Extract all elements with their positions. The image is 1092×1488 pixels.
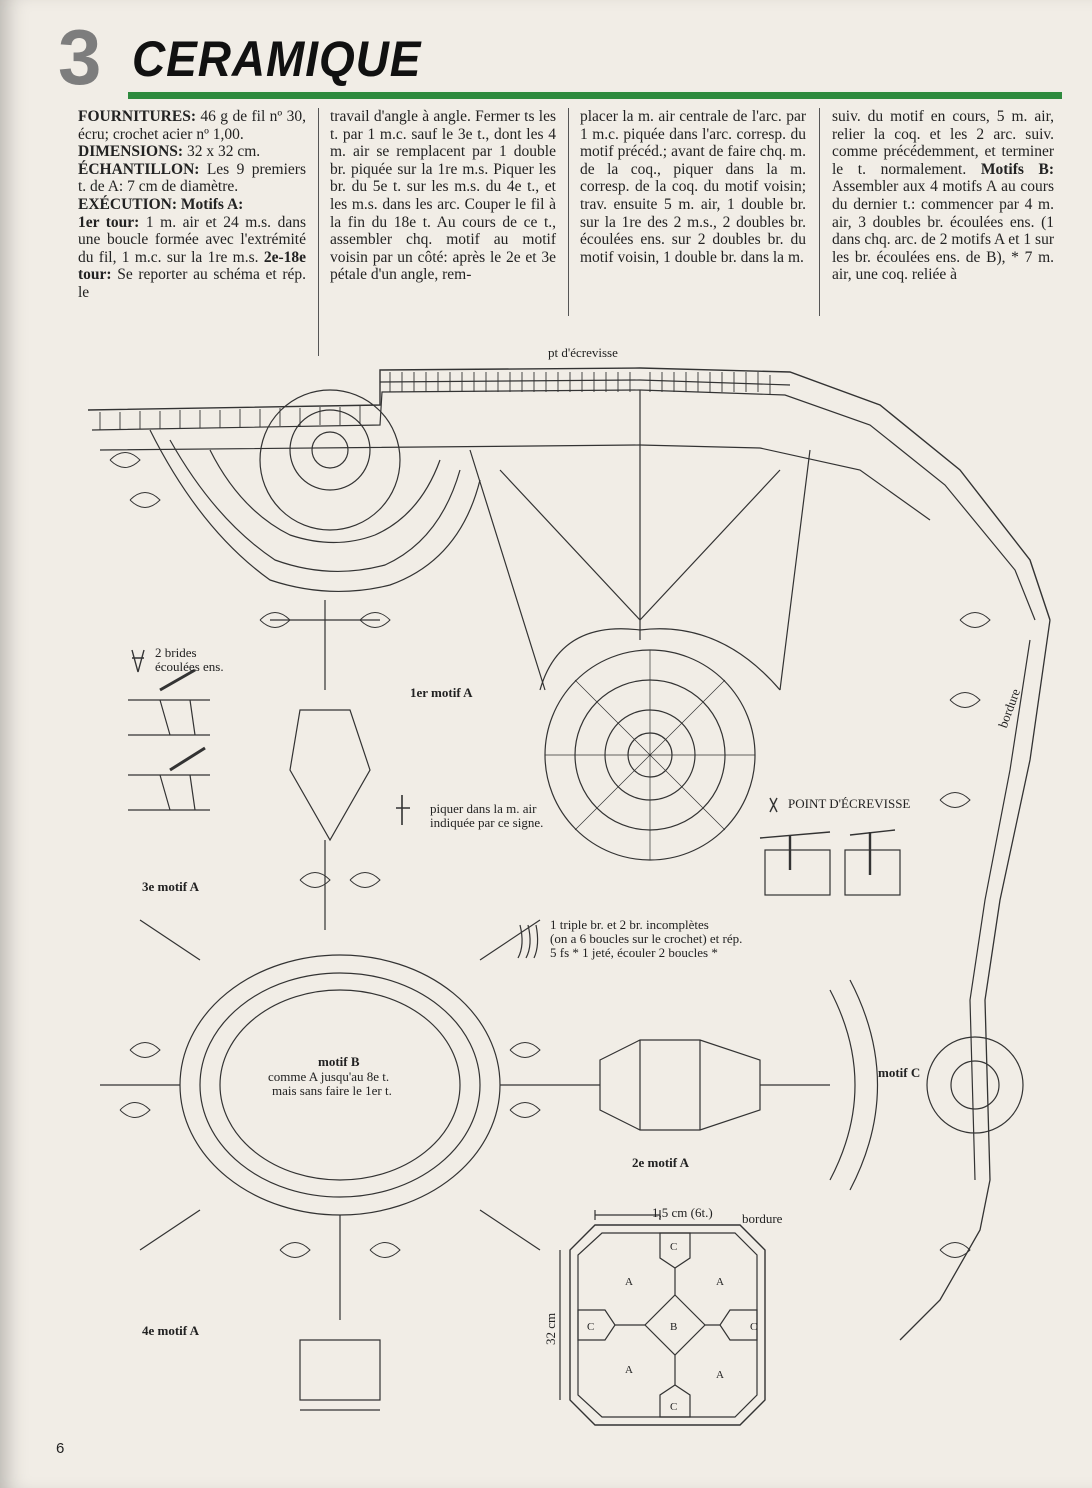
legend-point-ecrevisse: POINT D'ÉCREVISSE xyxy=(788,796,911,811)
scheme-cell-a-topright: A xyxy=(716,1276,724,1288)
tour1-text: 1 m. air et 24 m.s. dans une boucle form… xyxy=(78,213,307,266)
scheme-cell-b: B xyxy=(670,1321,678,1333)
legend-triple-line-1: 1 triple br. et 2 br. incomplètes xyxy=(550,917,709,932)
legend-piquer-line-2: indiquée par ce signe. xyxy=(430,815,544,830)
motif-b-note-2: mais sans faire le 1er t. xyxy=(272,1083,392,1098)
fournitures-label: FOURNITURES: xyxy=(78,108,196,125)
echantillon-label: ÉCHANTILLON: xyxy=(78,160,200,178)
tours-label: 2e-18e tour: xyxy=(78,248,306,284)
scheme-cell-a-topleft: A xyxy=(625,1276,633,1288)
scheme-cell-left-c: C xyxy=(587,1321,595,1333)
fournitures-text: 46 g de fil nº 30, écru; crochet acier n… xyxy=(78,108,306,143)
scheme-height-label: 32 cm xyxy=(543,1312,558,1345)
motifsb-label: Motifs B: xyxy=(980,160,1054,178)
column-separator xyxy=(819,108,820,316)
tours-text: Se reporter au schéma et rép. le xyxy=(78,266,306,301)
motif-b-note-1: comme A jusqu'au 8e t. xyxy=(268,1069,390,1084)
tour1-label: 1er tour: xyxy=(78,213,140,231)
label-motif-4: 4e motif A xyxy=(142,1323,200,1338)
scheme-width-label: 1,5 cm (6t.) xyxy=(652,1205,713,1220)
column-4-intro: suiv. du motif en cours, 5 m. air, relie… xyxy=(832,108,1054,178)
legend-triple-line-3: 5 fs * 1 jeté, écouler 2 boucles * xyxy=(550,945,718,960)
legend-brides-line-2: écoulées ens. xyxy=(155,659,224,674)
title-rule xyxy=(128,92,1062,99)
label-motif-1: 1er motif A xyxy=(410,685,473,700)
text-column-3: placer la m. air centrale de l'arc. par … xyxy=(580,108,806,266)
column-separator xyxy=(568,108,569,316)
legend-piquer-line-1: piquer dans la m. air xyxy=(430,801,537,816)
echantillon-text: Les 9 premiers t. de A: 7 cm de diamètre… xyxy=(78,160,306,196)
label-motif-b: motif B xyxy=(318,1054,360,1069)
column-separator xyxy=(318,108,319,356)
scheme-cell-a-bottomleft: A xyxy=(625,1364,633,1376)
text-column-1: FOURNITURES: 46 g de fil nº 30, écru; cr… xyxy=(78,108,306,302)
column-3-text: placer la m. air centrale de l'arc. par … xyxy=(580,108,806,266)
execution-label: EXÉCUTION: Motifs A: xyxy=(78,195,244,213)
dimensions-label: DIMENSIONS: xyxy=(78,143,184,161)
label-motif-3: 3e motif A xyxy=(142,879,200,894)
text-column-4: suiv. du motif en cours, 5 m. air, relie… xyxy=(832,108,1054,284)
pattern-number: 3 xyxy=(58,13,102,101)
column-2-text: travail d'angle à angle. Fermer ts les t… xyxy=(330,108,556,284)
legend-brides-line-1: 2 brides xyxy=(155,645,197,660)
scheme-cell-a-bottomright: A xyxy=(716,1369,724,1381)
scheme-bordure-label: bordure xyxy=(742,1211,783,1226)
page-title: CERAMIQUE xyxy=(132,31,422,87)
scheme-cell-bottom-c: C xyxy=(670,1401,678,1413)
scheme-cell-top-c: C xyxy=(670,1241,678,1253)
label-pt-ecrevisse: pt d'écrevisse xyxy=(548,345,618,360)
scheme-cell-right-c: C xyxy=(750,1321,758,1333)
dimensions-text: 32 x 32 cm. xyxy=(183,143,261,161)
motifsb-text: Assembler aux 4 motifs A au cours du der… xyxy=(832,178,1054,284)
text-column-2: travail d'angle à angle. Fermer ts les t… xyxy=(330,108,556,284)
legend-triple-line-2: (on a 6 boucles sur le crochet) et rép. xyxy=(550,931,743,946)
page-number: 6 xyxy=(56,1440,65,1457)
label-motif-2: 2e motif A xyxy=(632,1155,690,1170)
label-motif-c: motif C xyxy=(878,1065,921,1080)
